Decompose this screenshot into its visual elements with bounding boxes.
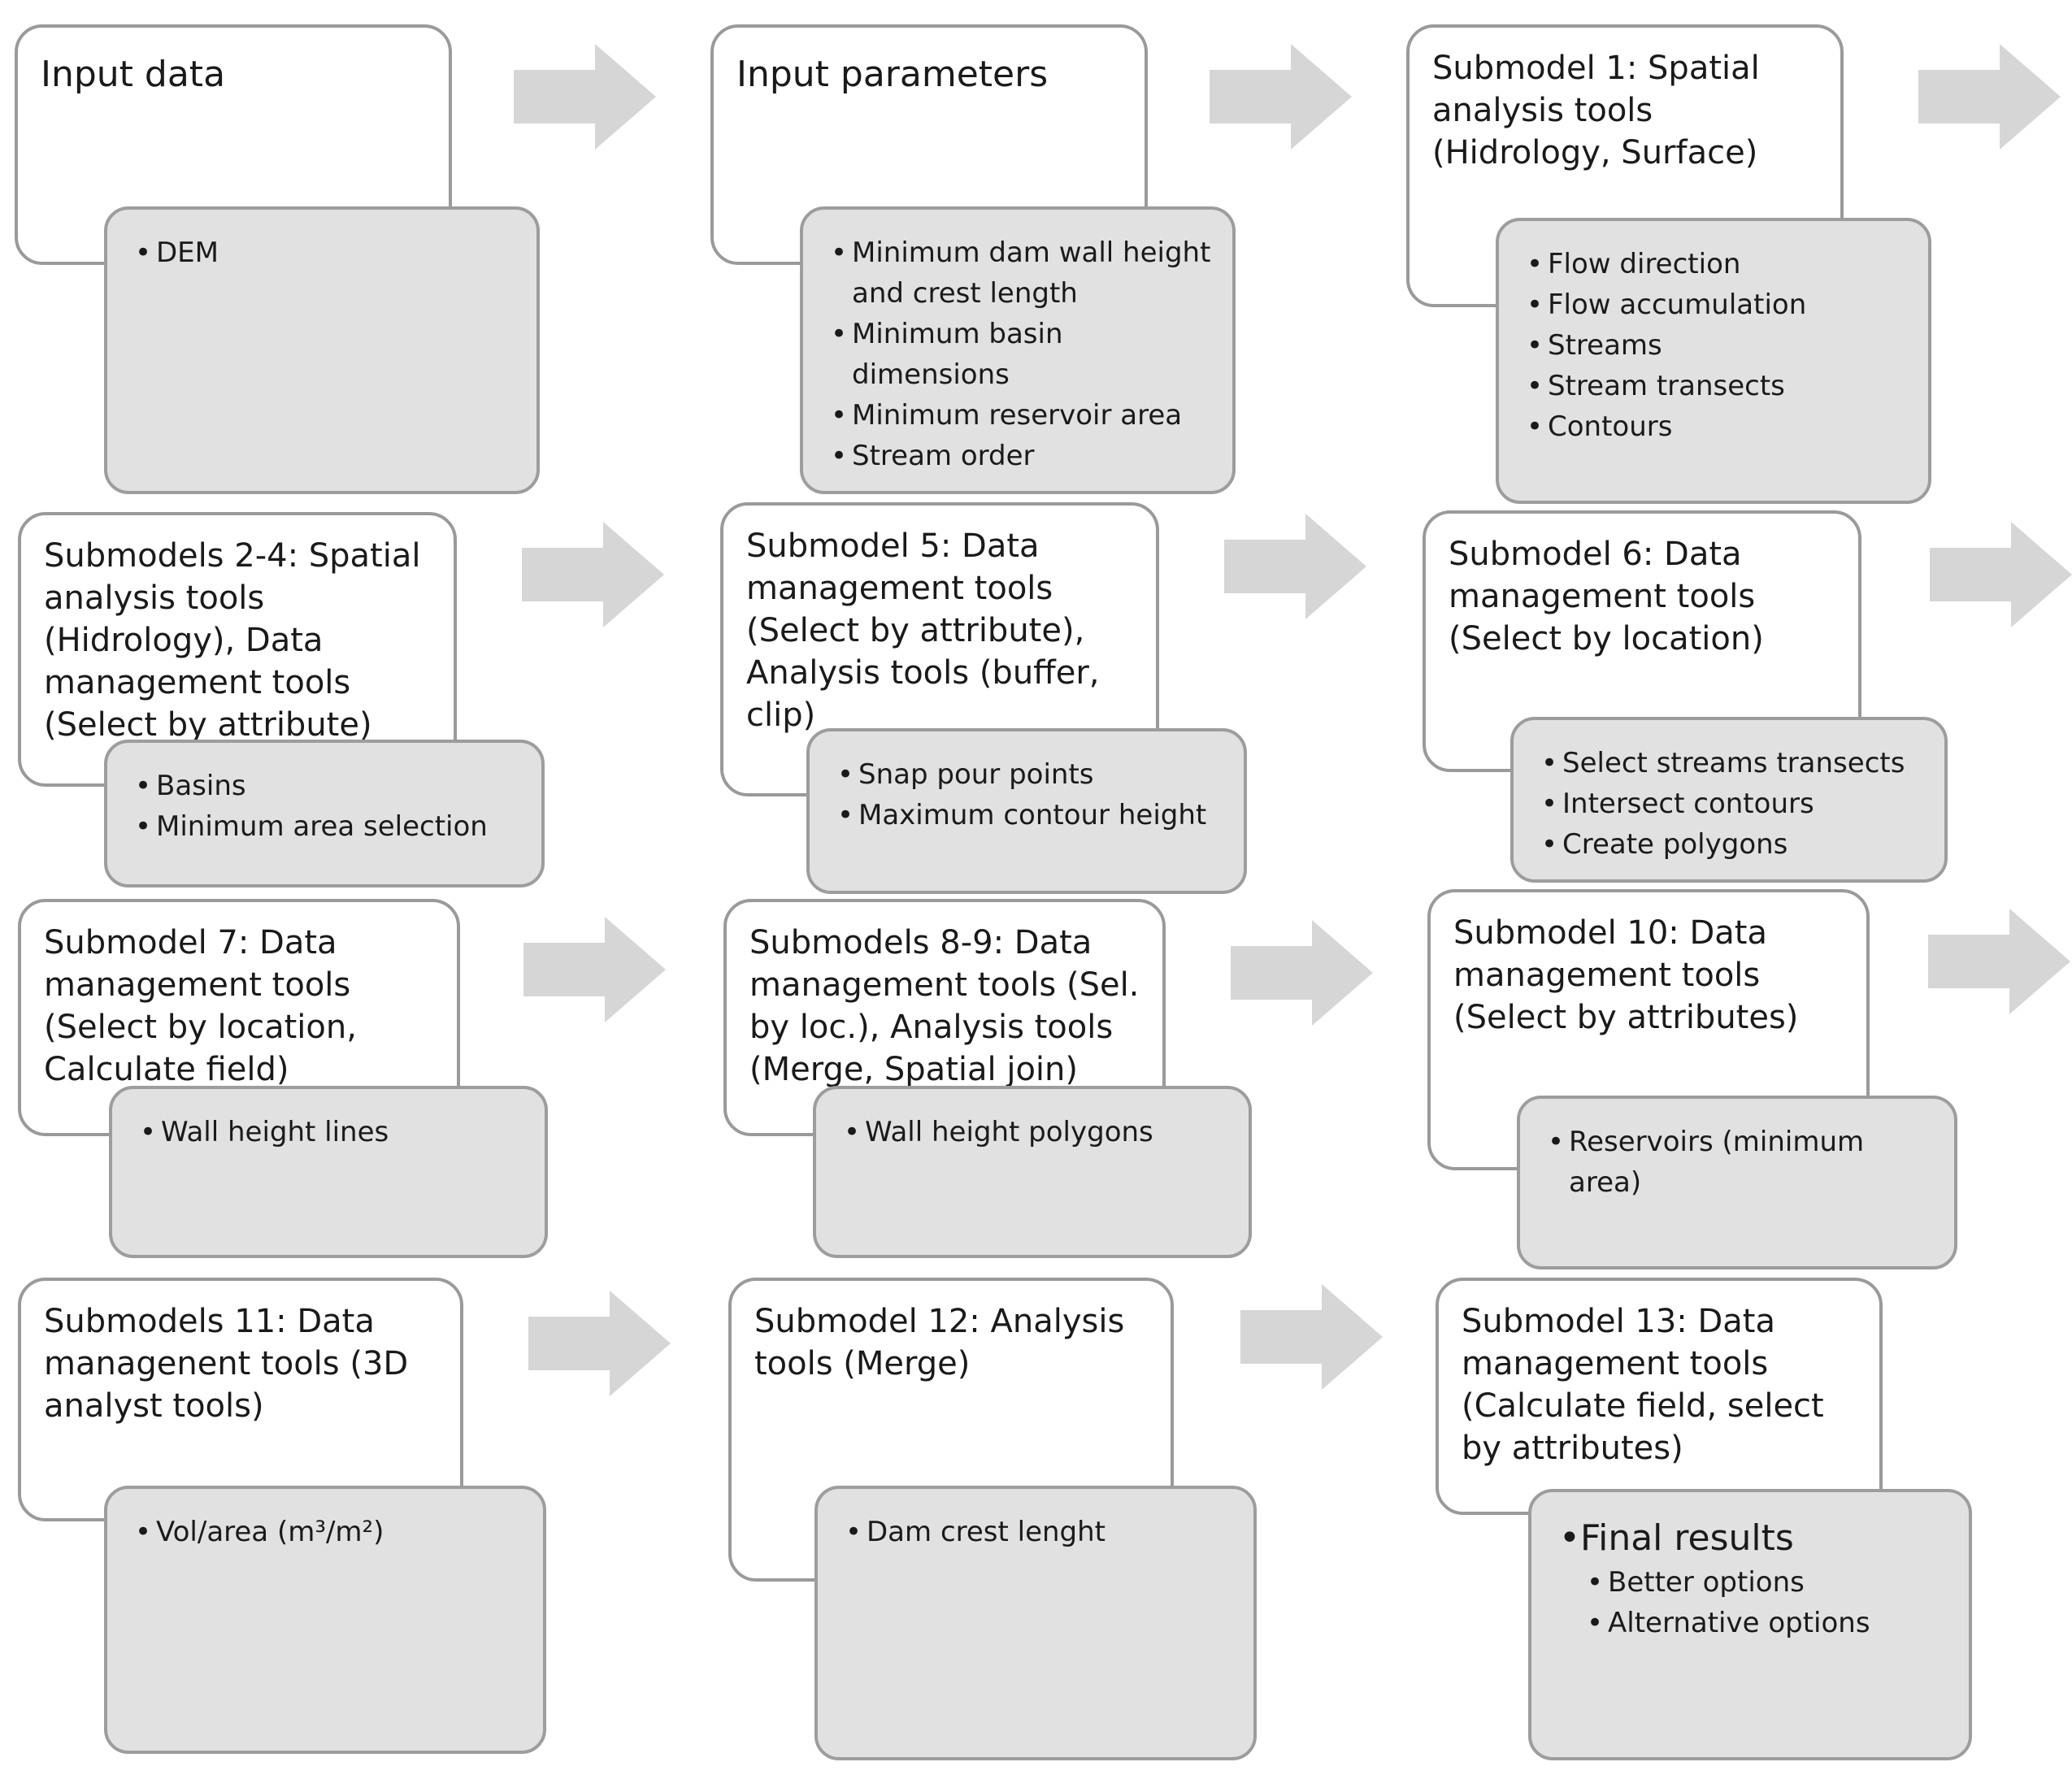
list-item: Minimum area selection — [132, 806, 522, 847]
list-item: Select streams transects — [1538, 743, 1925, 783]
list-item: DEM — [132, 232, 517, 273]
step-details: Flow direction Flow accumulation Streams… — [1496, 218, 1931, 504]
step-details: Snap pour points Maximum contour height — [806, 728, 1247, 894]
step-title: Submodels 11: Data managenent tools (3D … — [44, 1303, 409, 1425]
list-item: Reservoirs (minimum area) — [1544, 1122, 1935, 1203]
step-title: Submodel 1: Spatial analysis tools (Hidr… — [1432, 50, 1760, 171]
step-details: Basins Minimum area selection — [104, 740, 545, 888]
list-item: Minimum dam wall height and crest length — [827, 232, 1213, 314]
list-item: Minimum reservoir area — [827, 395, 1213, 436]
step-details: Select streams transects Intersect conto… — [1510, 717, 1948, 883]
list-item: Alternative options — [1583, 1603, 1949, 1643]
step-details: Vol/area (m³/m²) — [104, 1486, 546, 1754]
step-details: Wall height lines — [109, 1086, 548, 1258]
flow-arrow-icon — [1231, 920, 1373, 1026]
step-title: Submodel 7: Data management tools (Selec… — [44, 924, 357, 1088]
list-item: Stream order — [827, 436, 1213, 476]
step-title: Submodel 12: Analysis tools (Merge) — [754, 1303, 1125, 1382]
flow-arrow-icon — [1918, 44, 2061, 150]
step-title: Submodel 13: Data management tools (Calc… — [1462, 1303, 1824, 1467]
list-item: Create polygons — [1538, 824, 1925, 865]
step-title: Submodels 2-4: Spatial analysis tools (H… — [44, 537, 421, 744]
flow-arrow-icon — [1930, 522, 2072, 627]
flow-arrow-icon — [523, 917, 666, 1022]
flow-arrow-icon — [1224, 514, 1366, 619]
list-item: Intersect contours — [1538, 783, 1925, 824]
step-title: Input data — [41, 54, 226, 95]
list-item: Maximum contour height — [834, 795, 1224, 835]
list-item: Wall height lines — [137, 1112, 525, 1152]
list-item: Basins — [132, 766, 522, 806]
step-header: Submodels 11: Data managenent tools (3D … — [18, 1278, 463, 1521]
step-details: DEM — [104, 206, 540, 494]
step-title: Submodel 6: Data management tools (Selec… — [1449, 536, 1764, 657]
step-details: Wall height polygons — [813, 1086, 1252, 1258]
list-item: Contours — [1523, 406, 1909, 447]
flow-arrow-icon — [528, 1291, 671, 1396]
list-item: Snap pour points — [834, 754, 1224, 795]
step-details: Minimum dam wall height and crest length… — [800, 206, 1236, 494]
flow-arrow-icon — [1240, 1284, 1383, 1390]
step-header: Submodel 13: Data management tools (Calc… — [1436, 1278, 1883, 1515]
step-title: Submodel 10: Data management tools (Sele… — [1453, 914, 1799, 1036]
step-title: Submodels 8-9: Data management tools (Se… — [749, 924, 1140, 1088]
list-item: Flow accumulation — [1523, 284, 1909, 325]
flow-arrow-icon — [1928, 909, 2070, 1014]
list-item: Stream transects — [1523, 366, 1909, 406]
final-results-title: Final results — [1556, 1515, 1949, 1562]
flow-arrow-icon — [1210, 44, 1352, 150]
list-item: Better options — [1583, 1562, 1949, 1603]
list-item: Vol/area (m³/m²) — [132, 1512, 523, 1552]
list-item: Minimum basin dimensions — [827, 314, 1213, 395]
step-header: Submodel 7: Data management tools (Selec… — [18, 899, 460, 1136]
flow-arrow-icon — [522, 522, 664, 627]
step-details: Dam crest lenght — [814, 1486, 1257, 1760]
step-details: Final results Better options Alternative… — [1528, 1489, 1972, 1760]
list-item: Wall height polygons — [841, 1112, 1229, 1152]
step-details: Reservoirs (minimum area) — [1517, 1096, 1957, 1269]
flow-arrow-icon — [514, 44, 656, 150]
list-item: Flow direction — [1523, 244, 1909, 284]
step-title: Submodel 5: Data management tools (Selec… — [746, 527, 1100, 734]
list-item: Streams — [1523, 325, 1909, 366]
list-item: Dam crest lenght — [842, 1512, 1234, 1552]
step-title: Input parameters — [736, 54, 1049, 95]
